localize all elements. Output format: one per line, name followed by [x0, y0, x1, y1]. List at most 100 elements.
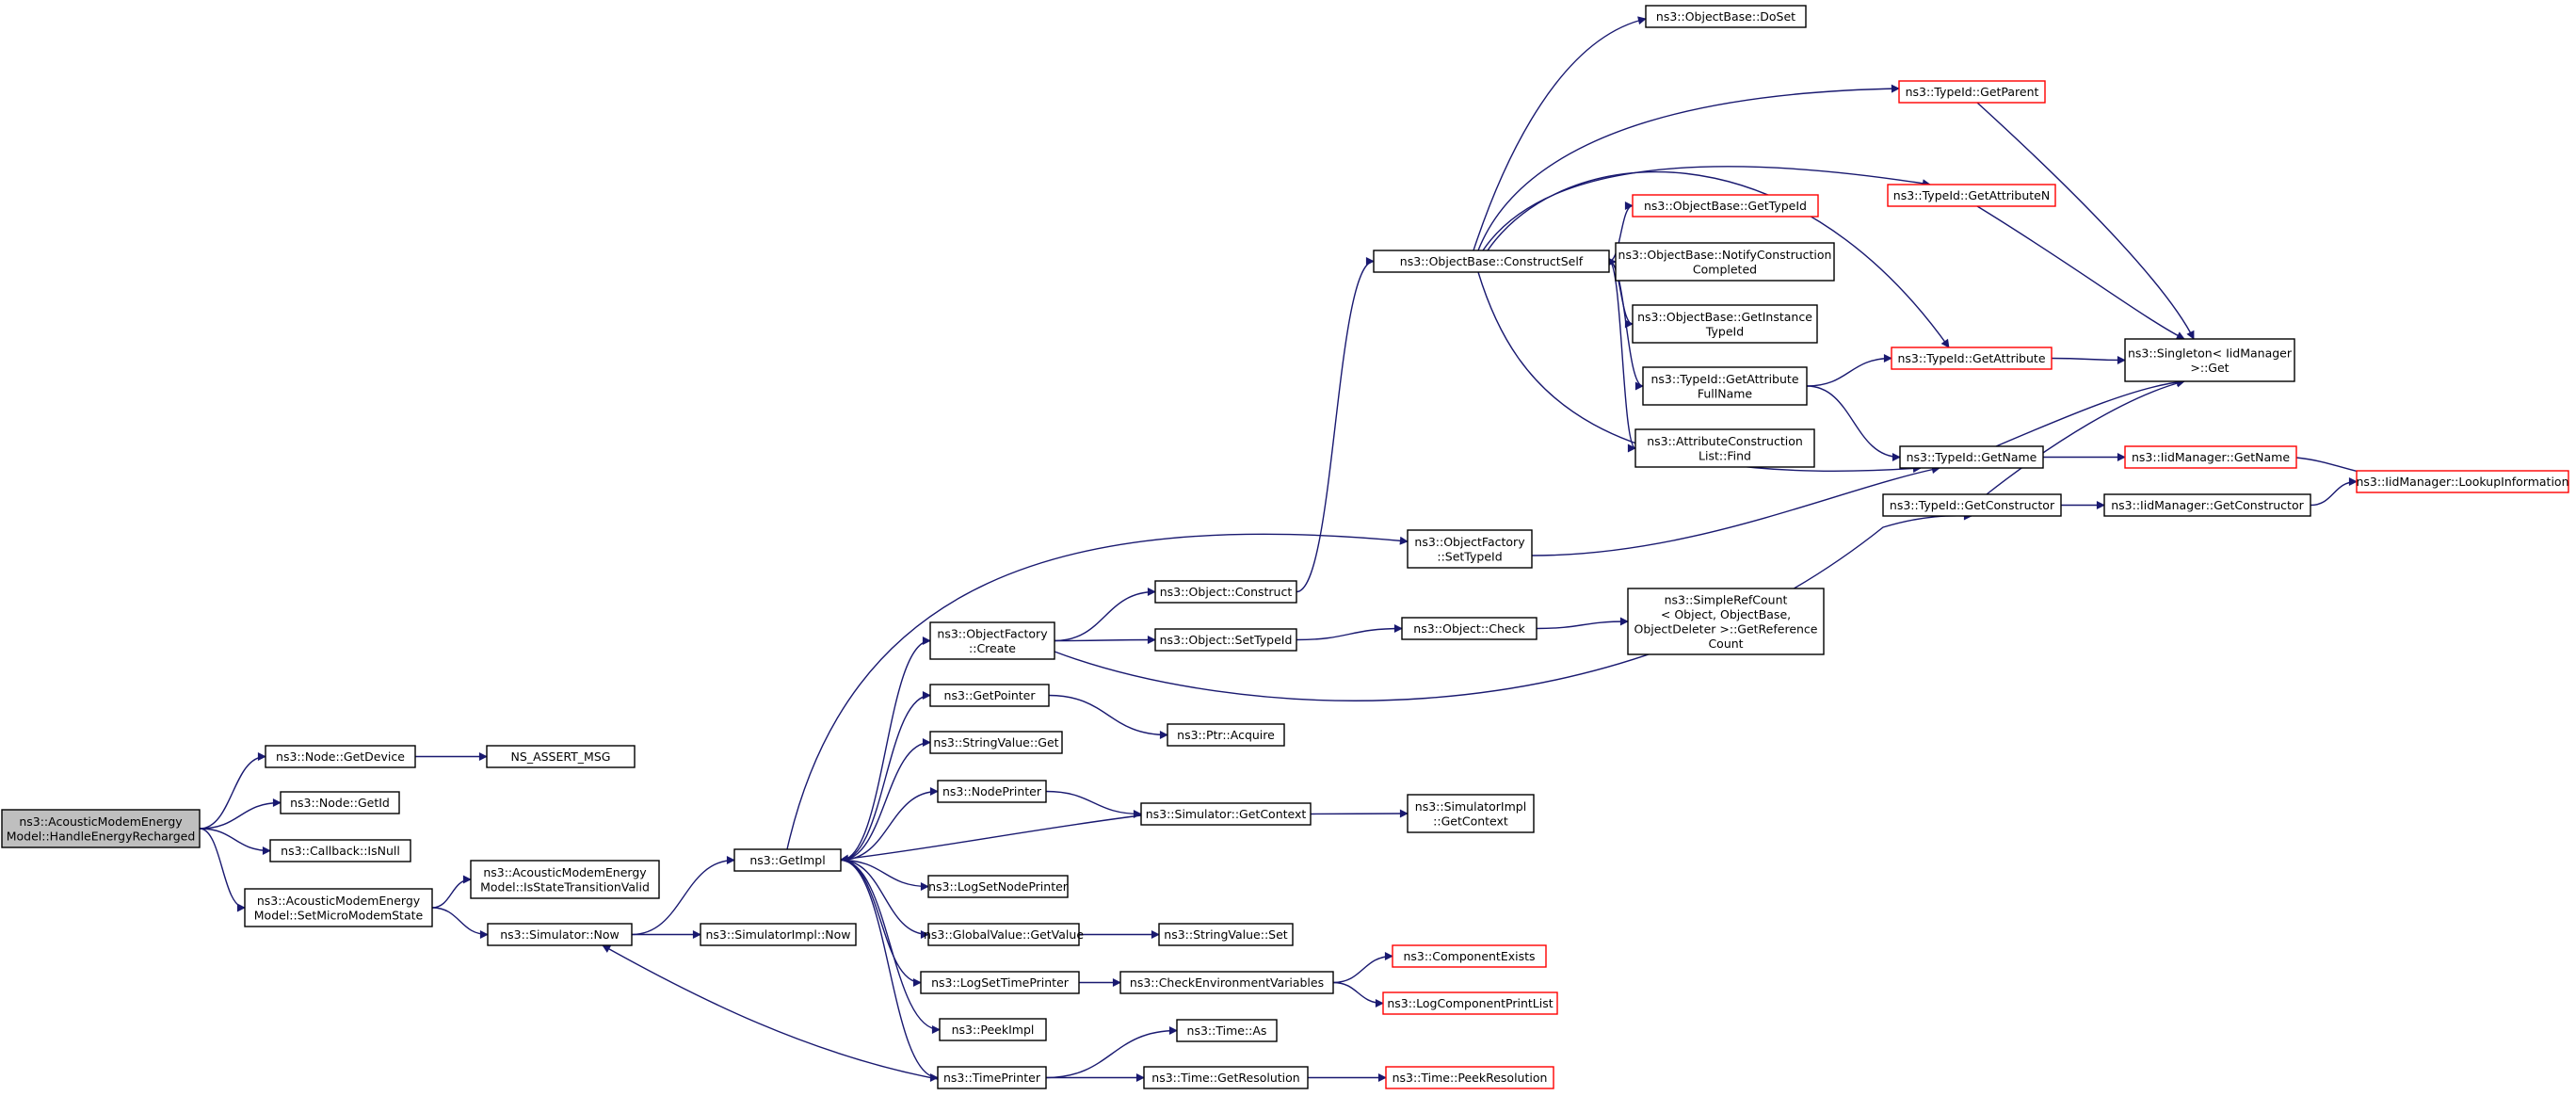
node-box[interactable] — [1119, 971, 1334, 994]
node-box[interactable] — [1632, 304, 1818, 344]
graph-node-tidGetParent[interactable]: ns3::TypeId::GetParent — [1898, 80, 2046, 104]
node-box[interactable] — [1407, 794, 1535, 833]
graph-node-objCheck[interactable]: ns3::Object::Check — [1401, 617, 1538, 640]
graph-node-strGet[interactable]: ns3::StringValue::Get — [929, 731, 1063, 754]
graph-node-tidGetAttr[interactable]: ns3::TypeId::GetAttribute — [1891, 347, 2053, 370]
graph-node-getDevice[interactable]: ns3::Node::GetDevice — [265, 745, 416, 768]
graph-node-getImpl[interactable]: ns3::GetImpl — [733, 848, 842, 872]
graph-node-timeGetRes[interactable]: ns3::Time::GetResolution — [1143, 1066, 1309, 1089]
graph-node-ptrAcquire[interactable]: ns3::Ptr::Acquire — [1167, 723, 1285, 747]
graph-node-assertMsg[interactable]: NS_ASSERT_MSG — [486, 745, 636, 768]
graph-node-strSet[interactable]: ns3::StringValue::Set — [1158, 923, 1294, 946]
graph-node-getId[interactable]: ns3::Node::GetId — [280, 791, 400, 814]
node-box[interactable] — [2356, 470, 2569, 493]
graph-node-objConstruct[interactable]: ns3::Object::Construct — [1154, 580, 1297, 604]
node-box[interactable] — [1385, 1066, 1554, 1089]
node-box[interactable] — [1176, 1019, 1278, 1042]
graph-node-peekImpl[interactable]: ns3::PeekImpl — [939, 1018, 1047, 1041]
graph-node-gvGetValue[interactable]: ns3::GlobalValue::GetValue — [924, 923, 1084, 946]
node-box[interactable] — [1645, 5, 1807, 28]
node-box[interactable] — [733, 848, 842, 872]
graph-node-simpleRefCount[interactable]: ns3::SimpleRefCount< Object, ObjectBase,… — [1627, 588, 1825, 655]
node-box[interactable] — [1382, 991, 1558, 1015]
graph-node-simImplGetContext[interactable]: ns3::SimulatorImpl::GetContext — [1407, 794, 1535, 833]
graph-node-objSetTypeId[interactable]: ns3::Object::SetTypeId — [1154, 628, 1297, 652]
node-box[interactable] — [700, 923, 857, 946]
graph-node-iidGetConstructor[interactable]: ns3::IidManager::GetConstructor — [2103, 493, 2311, 517]
graph-node-isStateValid[interactable]: ns3::AcousticModemEnergyModel::IsStateTr… — [470, 860, 660, 899]
node-box[interactable] — [1898, 80, 2046, 104]
graph-node-obConstructSelf[interactable]: ns3::ObjectBase::ConstructSelf — [1373, 250, 1610, 273]
node-box[interactable] — [937, 780, 1047, 803]
graph-node-timePeekRes[interactable]: ns3::Time::PeekResolution — [1385, 1066, 1554, 1089]
node-box[interactable] — [1882, 493, 2062, 517]
graph-node-nodePrinter[interactable]: ns3::NodePrinter — [937, 780, 1047, 803]
node-box[interactable] — [1899, 445, 2044, 469]
graph-node-logSetNode[interactable]: ns3::LogSetNodePrinter — [927, 875, 1069, 898]
graph-node-root[interactable]: ns3::AcousticModemEnergyModel::HandleEne… — [1, 809, 201, 848]
node-box[interactable] — [1615, 242, 1835, 282]
node-box[interactable] — [1, 809, 201, 848]
graph-node-timePrinter[interactable]: ns3::TimePrinter — [937, 1066, 1047, 1089]
graph-node-singletonGet[interactable]: ns3::Singleton< IidManager>::Get — [2124, 338, 2295, 382]
graph-node-obNotify[interactable]: ns3::ObjectBase::NotifyConstructionCompl… — [1615, 242, 1835, 282]
node-box[interactable] — [1154, 628, 1297, 652]
node-box[interactable] — [1401, 617, 1538, 640]
graph-node-setMicro[interactable]: ns3::AcousticModemEnergyModel::SetMicroM… — [244, 888, 433, 927]
node-box[interactable] — [927, 923, 1080, 946]
node-box[interactable] — [939, 1018, 1047, 1041]
node-box[interactable] — [470, 860, 660, 899]
graph-node-simNow[interactable]: ns3::Simulator::Now — [487, 923, 633, 946]
node-box[interactable] — [927, 875, 1069, 898]
node-box[interactable] — [1642, 366, 1808, 406]
graph-node-logCompPrint[interactable]: ns3::LogComponentPrintList — [1382, 991, 1558, 1015]
graph-node-simImplNow[interactable]: ns3::SimulatorImpl::Now — [700, 923, 857, 946]
node-box[interactable] — [1627, 588, 1825, 655]
node-box[interactable] — [244, 888, 433, 927]
node-box[interactable] — [2124, 445, 2297, 469]
graph-node-logSetTime[interactable]: ns3::LogSetTimePrinter — [920, 971, 1080, 994]
node-box[interactable] — [1154, 580, 1297, 604]
node-box[interactable] — [1158, 923, 1294, 946]
node-box[interactable] — [929, 621, 1055, 660]
graph-node-iidLookup[interactable]: ns3::IidManager::LookupInformation — [2356, 470, 2569, 493]
graph-node-checkEnv[interactable]: ns3::CheckEnvironmentVariables — [1119, 971, 1334, 994]
node-box[interactable] — [2124, 338, 2295, 382]
node-box[interactable] — [486, 745, 636, 768]
node-box[interactable] — [1632, 194, 1819, 218]
node-box[interactable] — [929, 684, 1050, 707]
node-box[interactable] — [1392, 944, 1547, 968]
graph-node-getPointer[interactable]: ns3::GetPointer — [929, 684, 1050, 707]
node-box[interactable] — [1373, 250, 1610, 273]
graph-node-compExists[interactable]: ns3::ComponentExists — [1392, 944, 1547, 968]
graph-node-obGetTypeId[interactable]: ns3::ObjectBase::GetTypeId — [1632, 194, 1819, 218]
graph-node-ofCreate[interactable]: ns3::ObjectFactory::Create — [929, 621, 1055, 660]
graph-node-simGetContext[interactable]: ns3::Simulator::GetContext — [1140, 802, 1312, 826]
node-box[interactable] — [487, 923, 633, 946]
node-box[interactable] — [1887, 184, 2056, 207]
node-box[interactable] — [1167, 723, 1285, 747]
graph-node-isNull[interactable]: ns3::Callback::IsNull — [269, 839, 411, 862]
graph-node-iidGetName[interactable]: ns3::IidManager::GetName — [2124, 445, 2297, 469]
node-box[interactable] — [1891, 347, 2053, 370]
node-box[interactable] — [1634, 428, 1815, 468]
node-box[interactable] — [1407, 529, 1533, 569]
node-box[interactable] — [1140, 802, 1312, 826]
node-box[interactable] — [269, 839, 411, 862]
node-box[interactable] — [2103, 493, 2311, 517]
graph-node-obDoSet[interactable]: ns3::ObjectBase::DoSet — [1645, 5, 1807, 28]
graph-node-tidGetName[interactable]: ns3::TypeId::GetName — [1899, 445, 2044, 469]
node-box[interactable] — [937, 1066, 1047, 1089]
graph-node-timeAs[interactable]: ns3::Time::As — [1176, 1019, 1278, 1042]
node-box[interactable] — [1143, 1066, 1309, 1089]
node-box[interactable] — [280, 791, 400, 814]
graph-node-tidGetAttrN[interactable]: ns3::TypeId::GetAttributeN — [1887, 184, 2056, 207]
graph-node-tidGetConstructor[interactable]: ns3::TypeId::GetConstructor — [1882, 493, 2062, 517]
node-box[interactable] — [920, 971, 1080, 994]
node-box[interactable] — [265, 745, 416, 768]
node-box[interactable] — [929, 731, 1063, 754]
graph-node-ofSetTypeId[interactable]: ns3::ObjectFactory::SetTypeId — [1407, 529, 1533, 569]
